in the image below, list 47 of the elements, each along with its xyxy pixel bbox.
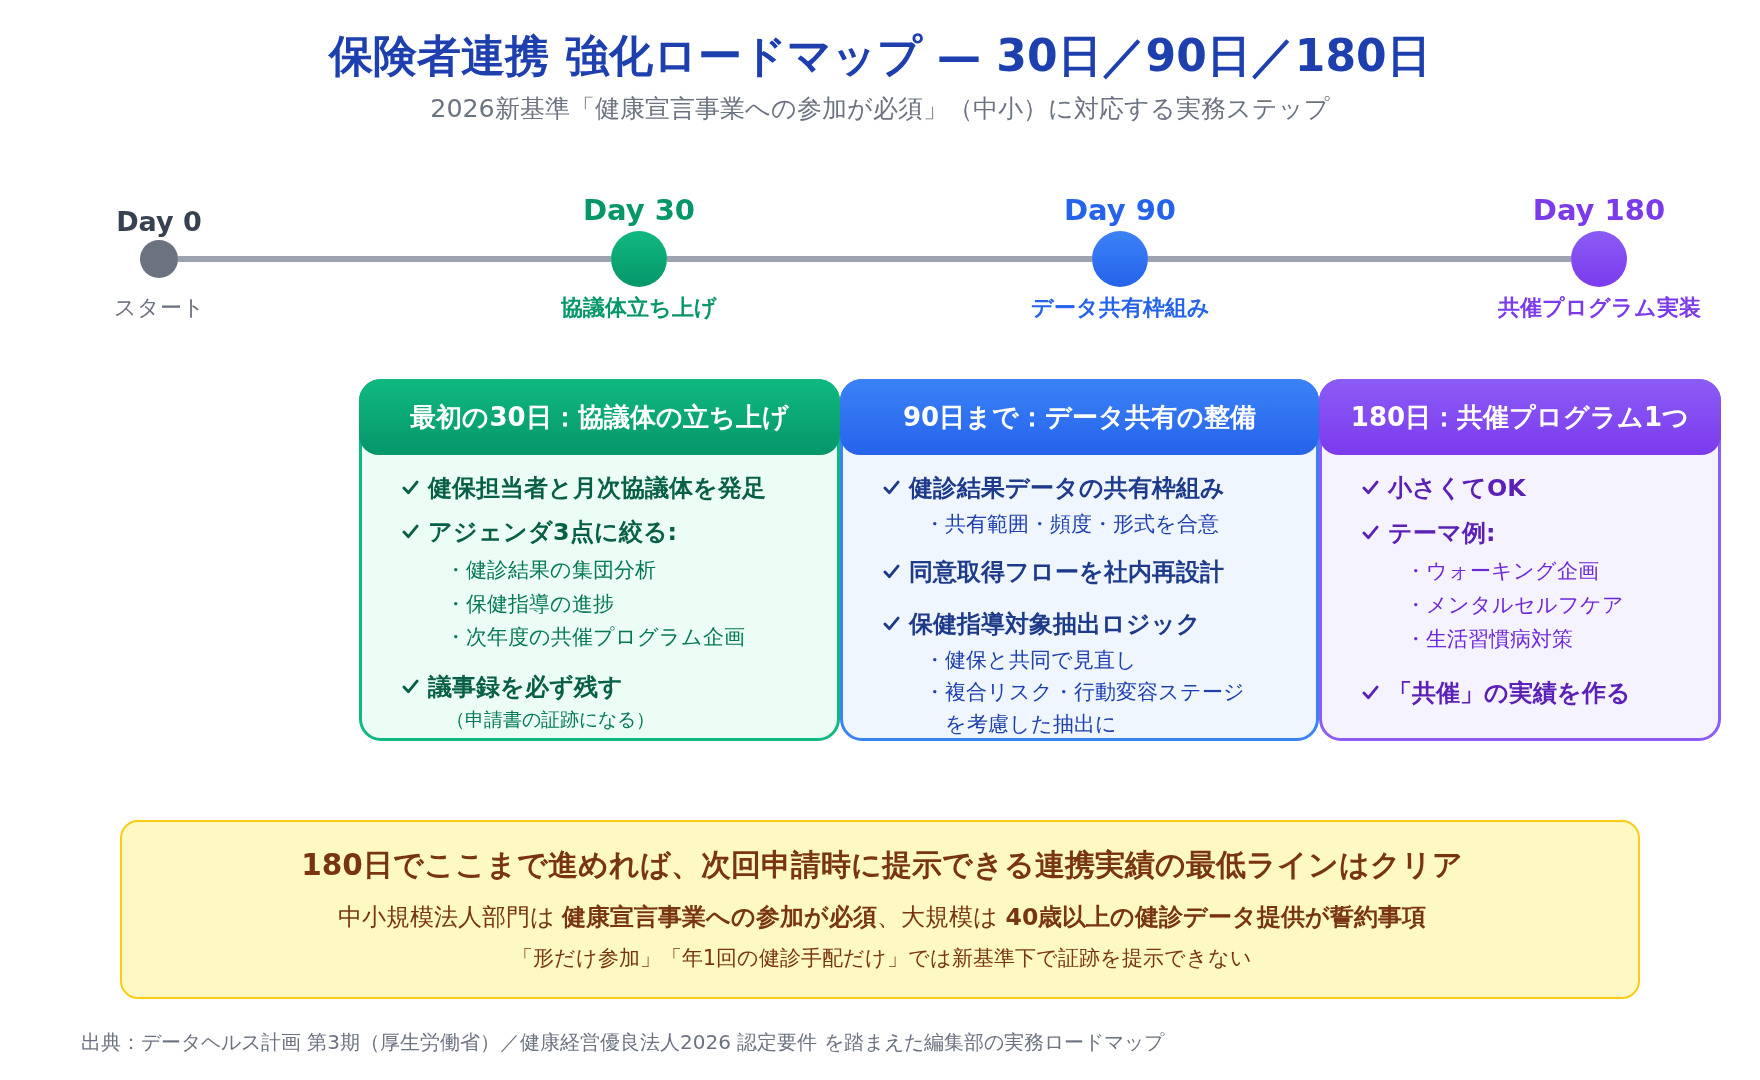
milestone-label: データ共有枠組み [1030, 293, 1210, 322]
sub-item: ・共有範囲・頻度・形式を合意 [924, 510, 1219, 538]
card-header: 最初の30日：協議体の立ち上げ [359, 379, 840, 455]
milestone-dot [611, 231, 667, 287]
sub-item: ・メンタルセルフケア [1405, 591, 1624, 619]
checklist-item: 健保担当者と月次協議体を発足 [428, 473, 766, 504]
milestone-label: 共催プログラム実装 [1497, 293, 1701, 322]
checklist-item: 保健指導対象抽出ロジック [909, 609, 1201, 640]
summary-note: 「形だけ参加」「年1回の健診手配だけ」では新基準下で証跡を提示できない [511, 945, 1253, 972]
sub-item: ・健保と共同で見直し [924, 646, 1137, 674]
day-label: Day 30 [582, 193, 696, 227]
phase-card [840, 379, 1319, 741]
summary-text: 中小規模法人部門は 健康宣言事業への参加が必須、大規模は 40歳以上の健診データ提供が誓約事項 [337, 902, 1427, 933]
day-label: Day 90 [1063, 193, 1177, 227]
milestone-label: 協議体立ち上げ [561, 293, 717, 322]
checklist-item: 議事録を必ず残す [428, 672, 623, 703]
title: 保険者連携 強化ロードマップ — 30日／90日／180日 [329, 28, 1431, 83]
timeline-line [667, 256, 1092, 262]
card-header: 90日まで：データ共有の整備 [840, 379, 1319, 455]
checklist-item: テーマ例: [1388, 518, 1496, 549]
milestone-label: スタート [113, 293, 205, 322]
milestone-dot [140, 240, 178, 278]
sub-item: ・健診結果の集団分析 [445, 556, 656, 584]
checklist-item: 同意取得フローを社内再設計 [909, 557, 1224, 588]
checklist-item: 小さくてOK [1388, 473, 1526, 504]
sub-item: ・ウォーキング企画 [1405, 557, 1599, 585]
subtitle: 2026新基準「健康宣言事業への参加が必須」（中小）に対応する実務ステップ [430, 93, 1330, 125]
sub-item: ・次年度の共催プログラム企画 [445, 623, 745, 651]
summary-box [120, 820, 1640, 999]
timeline-line [178, 256, 611, 262]
card-header: 180日：共催プログラム1つ [1319, 379, 1721, 455]
sub-item: ・複合リスク・行動変容ステージを考慮した抽出に [924, 678, 1246, 738]
phase-card [359, 379, 840, 741]
checklist-item: アジェンダ3点に絞る: [428, 517, 678, 548]
day-label: Day 180 [1532, 193, 1666, 227]
sub-item: ・保健指導の進捗 [445, 590, 614, 618]
milestone-dot [1092, 231, 1148, 287]
checklist-item: 健診結果データの共有枠組み [909, 473, 1225, 504]
timeline-line [1148, 256, 1571, 262]
sub-item: ・生活習慣病対策 [1405, 625, 1573, 653]
day-label: Day 0 [116, 205, 202, 237]
item-note: （申請書の証跡になる） [446, 708, 655, 732]
milestone-dot [1571, 231, 1627, 287]
phase-card [1319, 379, 1721, 741]
source-note: 出典：データヘルス計画 第3期（厚生労働省）／健康経営優良法人2026 認定要件 を踏まえた編集部の実務ロードマップ [81, 1028, 1164, 1056]
summary-heading: 180日でここまで進めれば、次回申請時に提示できる連携実績の最低ラインはクリア [301, 847, 1463, 884]
checklist-item: 「共催」の実績を作る [1388, 678, 1631, 709]
